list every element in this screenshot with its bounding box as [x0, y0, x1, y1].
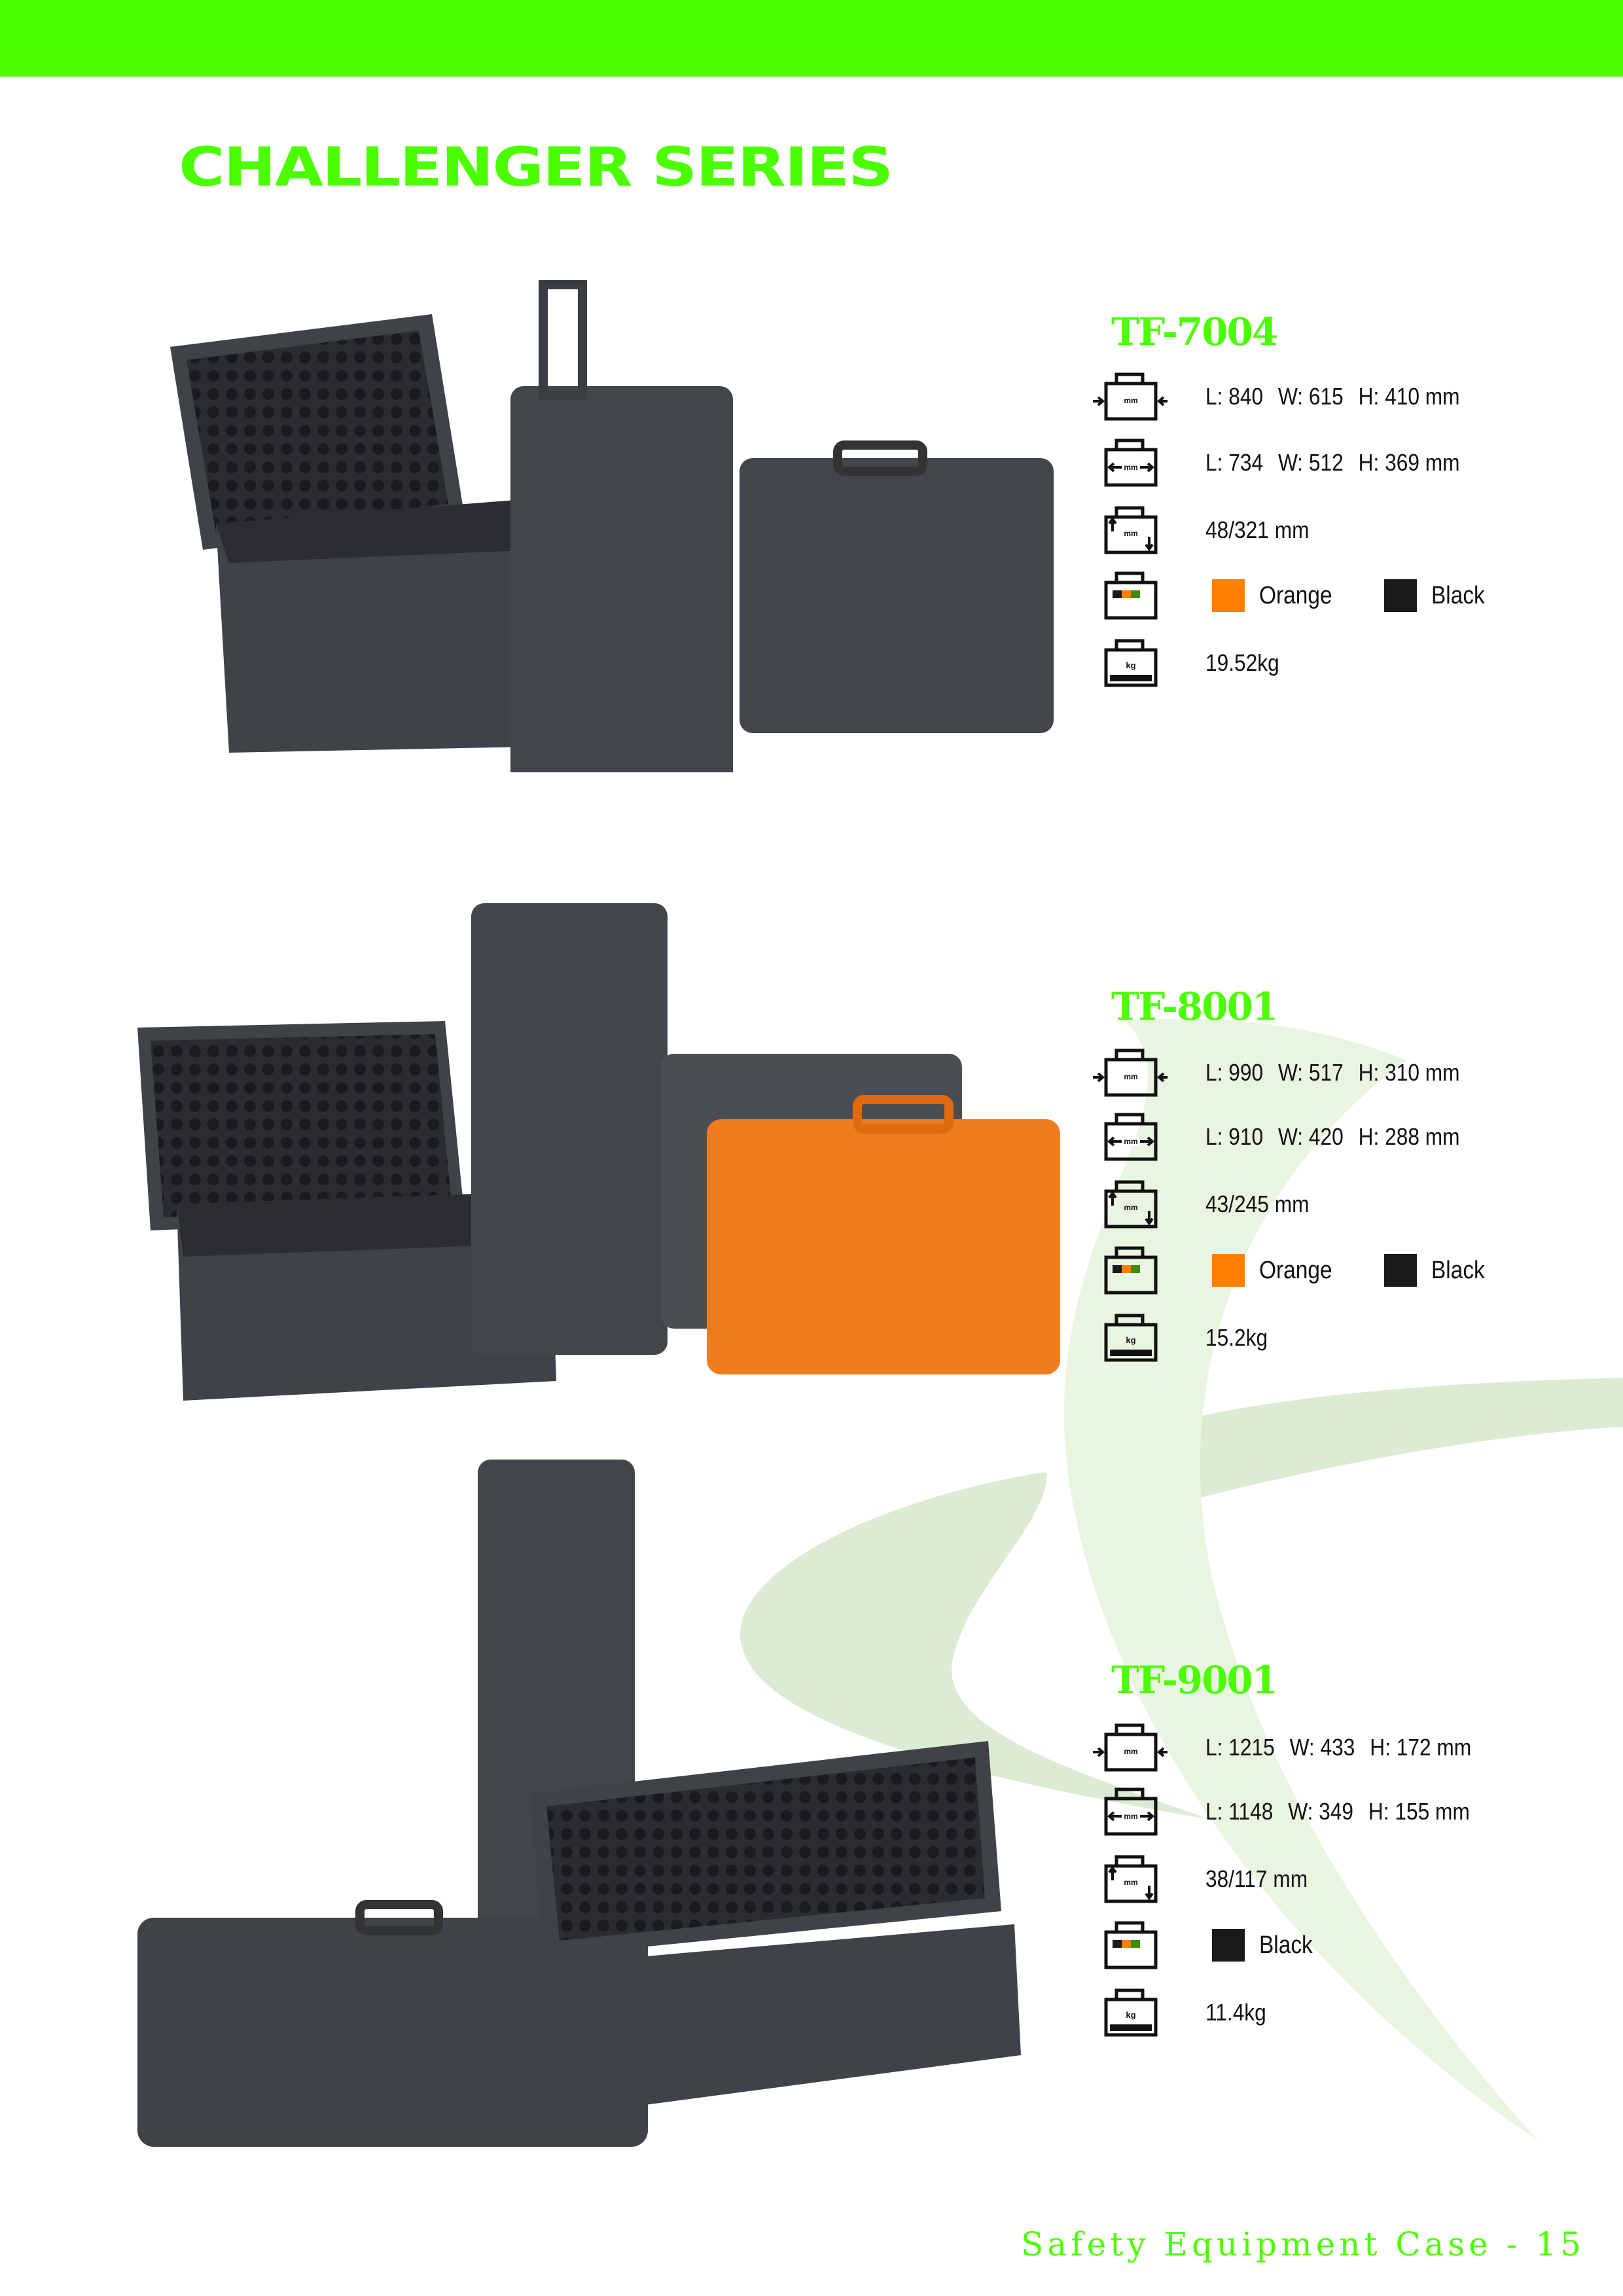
svg-text:mm: mm: [1124, 1812, 1137, 1821]
inner-dimensions-row: mm L: 1148 W: 349 H: 155 mm: [1092, 1785, 1523, 1838]
outer-height: H: 310 mm: [1358, 1059, 1460, 1086]
color-label: Black: [1431, 1256, 1485, 1284]
top-green-bar: [0, 0, 1623, 77]
outer-width: W: 615: [1277, 383, 1344, 410]
outer-height: H: 410 mm: [1358, 383, 1460, 410]
series-title: CHALLENGER SERIES: [179, 136, 893, 199]
outer-width: W: 433: [1289, 1734, 1355, 1761]
svg-text:mm: mm: [1124, 396, 1137, 405]
foam-depth: 43/245 mm: [1205, 1191, 1310, 1217]
model-name: TF-8001: [1111, 984, 1278, 1029]
foam-depth: 48/321 mm: [1205, 516, 1310, 543]
svg-text:mm: mm: [1124, 1203, 1137, 1212]
outer-dimensions-icon: mm: [1093, 1723, 1168, 1772]
outer-dimensions-row: mm L: 840 W: 615 H: 410 mm: [1092, 370, 1512, 423]
color-options-icon: [1104, 1921, 1158, 1969]
color-label: Black: [1431, 581, 1485, 609]
color-options-icon: [1104, 1246, 1158, 1295]
inner-height: H: 155 mm: [1368, 1798, 1470, 1825]
page-footer: Safety Equipment Case - 15: [1021, 2225, 1585, 2263]
weight: 19.52kg: [1205, 649, 1279, 676]
outer-height: H: 172 mm: [1370, 1734, 1472, 1761]
svg-text:mm: mm: [1124, 1137, 1137, 1146]
inner-width: W: 420: [1277, 1123, 1344, 1150]
inner-dimensions-row: mm L: 910 W: 420 H: 288 mm: [1092, 1111, 1512, 1163]
inner-length: L: 1148: [1205, 1798, 1274, 1825]
svg-text:kg: kg: [1126, 660, 1135, 670]
svg-text:mm: mm: [1124, 1878, 1137, 1887]
svg-text:mm: mm: [1124, 1072, 1137, 1081]
depth-icon: mm: [1104, 506, 1158, 554]
inner-length: L: 734: [1205, 449, 1264, 476]
inner-width: W: 349: [1288, 1798, 1354, 1825]
product-photo-tf-8001: [137, 903, 1060, 1401]
inner-dimensions-icon: mm: [1104, 439, 1158, 487]
weight: 15.2kg: [1205, 1324, 1268, 1351]
svg-text:mm: mm: [1124, 1747, 1137, 1756]
orange-swatch: [1212, 1254, 1245, 1287]
black-swatch: [1383, 579, 1417, 612]
outer-length: L: 1215: [1205, 1734, 1275, 1761]
weight-row: kg 19.52kg: [1092, 637, 1289, 689]
weight-icon: kg: [1104, 639, 1158, 687]
outer-dimensions-row: mm L: 990 W: 517 H: 310 mm: [1092, 1047, 1512, 1099]
svg-text:kg: kg: [1126, 2010, 1135, 2020]
product-photo-tf-7004: [170, 280, 1054, 772]
svg-text:mm: mm: [1124, 463, 1137, 472]
color-label: Orange: [1259, 1256, 1332, 1284]
inner-height: H: 369 mm: [1358, 449, 1460, 476]
weight-icon: kg: [1104, 1988, 1158, 2037]
weight-row: kg 15.2kg: [1092, 1312, 1276, 1364]
colors-row: Orange Black: [1092, 569, 1534, 622]
inner-width: W: 512: [1277, 449, 1344, 476]
weight: 11.4kg: [1205, 1999, 1266, 2026]
outer-length: L: 840: [1205, 383, 1264, 410]
color-label: Black: [1259, 1931, 1313, 1959]
svg-text:kg: kg: [1126, 1335, 1135, 1345]
color-label: Orange: [1259, 581, 1332, 609]
depth-icon: mm: [1104, 1180, 1158, 1229]
inner-dimensions-row: mm L: 734 W: 512 H: 369 mm: [1092, 437, 1512, 489]
inner-length: L: 910: [1205, 1123, 1264, 1150]
outer-width: W: 517: [1277, 1059, 1344, 1086]
depth-icon: mm: [1104, 1855, 1158, 1903]
foam-depth-row: mm 48/321 mm: [1092, 504, 1323, 556]
black-swatch: [1212, 1929, 1245, 1962]
foam-depth-row: mm 43/245 mm: [1092, 1178, 1323, 1230]
model-name: TF-7004: [1111, 310, 1278, 354]
orange-swatch: [1212, 579, 1245, 612]
outer-dimensions-row: mm L: 1215 W: 433 H: 172 mm: [1092, 1721, 1525, 1774]
colors-row: Black: [1092, 1919, 1362, 1971]
inner-height: H: 288 mm: [1358, 1123, 1460, 1150]
inner-dimensions-icon: mm: [1104, 1113, 1158, 1161]
colors-row: Orange Black: [1092, 1244, 1534, 1297]
model-name: TF-9001: [1111, 1658, 1278, 1702]
foam-depth-row: mm 38/117 mm: [1092, 1853, 1321, 1905]
color-options-icon: [1104, 571, 1158, 620]
foam-depth: 38/117 mm: [1205, 1865, 1308, 1892]
weight-row: kg 11.4kg: [1092, 1986, 1274, 2039]
outer-length: L: 990: [1205, 1059, 1264, 1086]
svg-text:mm: mm: [1124, 529, 1137, 538]
weight-icon: kg: [1104, 1314, 1158, 1362]
outer-dimensions-icon: mm: [1093, 1049, 1168, 1097]
outer-dimensions-icon: mm: [1093, 372, 1168, 421]
black-swatch: [1383, 1254, 1417, 1287]
inner-dimensions-icon: mm: [1104, 1787, 1158, 1836]
product-photo-tf-9001: [137, 1460, 1021, 2147]
